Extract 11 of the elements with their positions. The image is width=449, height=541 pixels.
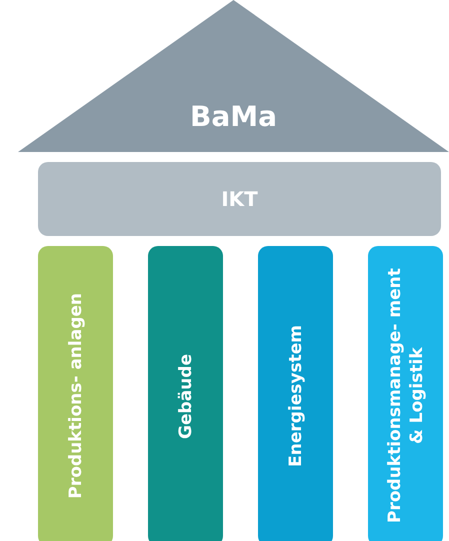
roof-label: BaMa	[190, 100, 277, 133]
pillar-label: Produktionsmanage- ment & Logistik	[384, 268, 428, 526]
band-label: IKT	[221, 187, 258, 211]
pillar-label: Produktions- anlagen	[64, 293, 86, 499]
pillar-bar	[258, 246, 333, 541]
pillar-label: Gebäude	[174, 354, 196, 438]
band-bar	[38, 162, 441, 236]
pillar-bar	[368, 246, 443, 541]
pillar-bar	[148, 246, 223, 541]
pillar-bar	[38, 246, 113, 541]
pillar-label: Energiesystem	[284, 325, 306, 467]
